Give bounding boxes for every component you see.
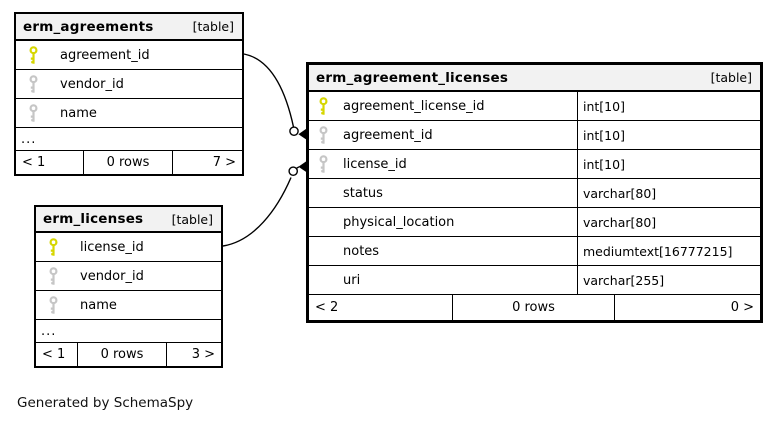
- primary-key-icon: [49, 237, 58, 256]
- foreign-key-icon: [49, 295, 58, 314]
- column-row: agreement_id: [16, 41, 242, 70]
- table-header: erm_licenses [table]: [36, 207, 221, 233]
- column-row: agreement_license_id int[10]: [309, 92, 760, 121]
- table-tag: [table]: [192, 19, 234, 34]
- foreign-key-icon: [49, 266, 58, 285]
- column-name: agreement_id: [60, 47, 150, 63]
- column-row: license_id: [36, 233, 221, 262]
- table-tag: [table]: [710, 70, 752, 85]
- column-name: notes: [343, 243, 380, 259]
- relationship-line: [222, 177, 292, 247]
- table-title[interactable]: erm_agreements: [23, 18, 154, 35]
- column-type: int[10]: [583, 156, 625, 172]
- footer-parents: < 1: [16, 151, 84, 174]
- column-type: varchar[80]: [583, 214, 657, 230]
- table-title[interactable]: erm_licenses: [43, 211, 144, 227]
- column-row: physical_location varchar[80]: [309, 208, 760, 237]
- column-row: agreement_id int[10]: [309, 121, 760, 150]
- column-row: uri varchar[255]: [309, 266, 760, 295]
- column-type: varchar[80]: [583, 185, 657, 201]
- column-type: int[10]: [583, 98, 625, 114]
- column-name: name: [60, 105, 97, 121]
- foreign-key-icon: [29, 74, 38, 93]
- column-row: status varchar[80]: [309, 179, 760, 208]
- column-name: license_id: [80, 239, 144, 255]
- relationship-agreements-to-licenses-link: [243, 53, 307, 140]
- column-row: vendor_id: [36, 262, 221, 291]
- foreign-key-icon: [319, 125, 328, 144]
- table-erm-agreements: erm_agreements [table] agreement_id vend…: [14, 12, 244, 176]
- primary-key-icon: [29, 45, 38, 64]
- column-row: notes mediumtext[16777215]: [309, 237, 760, 266]
- footer-row-count: 0 rows: [78, 343, 167, 366]
- column-row: name: [16, 99, 242, 128]
- table-header: erm_agreement_licenses [table]: [309, 65, 760, 92]
- column-name: uri: [343, 272, 361, 288]
- table-header: erm_agreements [table]: [16, 14, 242, 41]
- primary-key-icon: [319, 96, 328, 115]
- column-name: status: [343, 185, 383, 201]
- cardinality-circle-icon: [288, 166, 299, 176]
- footer-row-count: 0 rows: [84, 151, 173, 174]
- generated-by-note: Generated by SchemaSpy: [17, 395, 194, 411]
- relationship-line: [243, 53, 295, 128]
- table-erm-agreement-licenses: erm_agreement_licenses [table] agreement…: [306, 62, 763, 323]
- column-name: name: [80, 297, 117, 313]
- ellipsis-row: ...: [36, 320, 221, 343]
- column-name: license_id: [343, 156, 407, 172]
- column-type: mediumtext[16777215]: [583, 243, 733, 259]
- column-row: vendor_id: [16, 70, 242, 99]
- footer-children: 3 >: [191, 347, 215, 362]
- column-name: agreement_license_id: [343, 98, 485, 114]
- table-title[interactable]: erm_agreement_licenses: [316, 69, 509, 86]
- footer-children: 7 >: [212, 155, 236, 170]
- table-footer: < 1 0 rows 3 >: [36, 343, 221, 366]
- table-erm-licenses: erm_licenses [table] license_id vendor_i…: [34, 205, 223, 368]
- column-type: varchar[255]: [583, 272, 665, 288]
- table-footer: < 2 0 rows 0 >: [309, 295, 760, 320]
- column-name: physical_location: [343, 214, 455, 230]
- footer-row-count: 0 rows: [453, 295, 615, 320]
- foreign-key-icon: [319, 154, 328, 173]
- ellipsis-row: ...: [16, 128, 242, 151]
- column-row: license_id int[10]: [309, 150, 760, 179]
- column-name: vendor_id: [80, 268, 144, 284]
- cardinality-circle-icon: [289, 126, 299, 136]
- footer-children: 0 >: [730, 300, 754, 315]
- column-row: name: [36, 291, 221, 320]
- foreign-key-icon: [29, 103, 38, 122]
- column-type: int[10]: [583, 127, 625, 143]
- column-name: vendor_id: [60, 76, 124, 92]
- footer-parents: < 2: [309, 295, 453, 320]
- table-footer: < 1 0 rows 7 >: [16, 151, 242, 174]
- footer-parents: < 1: [36, 343, 78, 366]
- table-tag: [table]: [171, 211, 213, 227]
- column-name: agreement_id: [343, 127, 433, 143]
